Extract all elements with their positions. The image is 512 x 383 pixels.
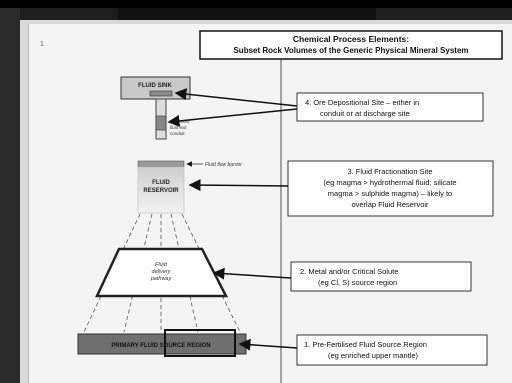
callout-4-line1: 4. Ore Depositional Site – either in [305,98,419,107]
window-top-bar [0,0,512,8]
callout-4-line2: conduit or at discharge site [320,109,410,118]
arrow-4-to-conduit [167,108,298,127]
callout-3-line3: magma > sulphide magma) – likely to [328,189,452,198]
fluid-reservoir [137,166,185,214]
callout-4-box [296,92,484,122]
reservoir-label-2: RESERVOIR [143,188,179,194]
left-panel-edge [0,8,20,383]
fluid-flow-barrier [137,160,185,168]
fluid-sink-label: FLUID SINK [138,83,172,89]
callout-3-line1: 3. Fluid Fractionation Site [347,167,432,176]
pathway-label-3: pathway [150,276,173,282]
arrow-2-to-pathway [212,267,292,280]
conduit-label-3: conduit [170,131,185,136]
pathway-label-2: delivery [152,269,172,275]
callout-2-box [290,261,472,292]
callout-2-line2: (eg Cl, S) source region [318,278,397,287]
callout-3-box [287,160,494,217]
reservoir-label-1: FLUID [152,180,170,186]
arrow-1-to-source [238,338,298,351]
title-box [199,30,503,60]
ore-site-in-conduit [155,115,167,131]
top-bar-notch [118,8,376,20]
arrow-4-to-discharge [174,88,298,107]
subtitle-text: Subset Rock Volumes of the Generic Physi… [233,46,468,55]
callout-1-line1: 1. Pre-Fertilised Fluid Source Region [304,340,427,349]
page-corner-mark: 1 [40,41,44,48]
pathway-label-1: Fluid [155,262,168,268]
title-text: Chemical Process Elements: [293,34,409,44]
callout-3-line4: overlap Fluid Reservoir [351,200,429,209]
pre-fertilised-source-box [164,329,236,357]
conduit-label-2: fluid exit [170,125,187,130]
callout-2-line1: 2. Metal and/or Critical Solute [300,267,398,276]
callout-3-line2: (eg magma > hydrothermal fluid; silicate [323,178,456,187]
callout-1-line2: (eg enriched upper mantle) [328,351,419,360]
arrow-3-to-reservoir [188,179,289,192]
ore-site-at-discharge [149,90,173,97]
source-region-label: PRIMARY FLUID SOURCE REGION [111,343,210,349]
callout-1-box [296,334,488,366]
barrier-label: Fluid flow barrier [205,162,242,168]
fluid-delivery-pathway [95,247,229,298]
